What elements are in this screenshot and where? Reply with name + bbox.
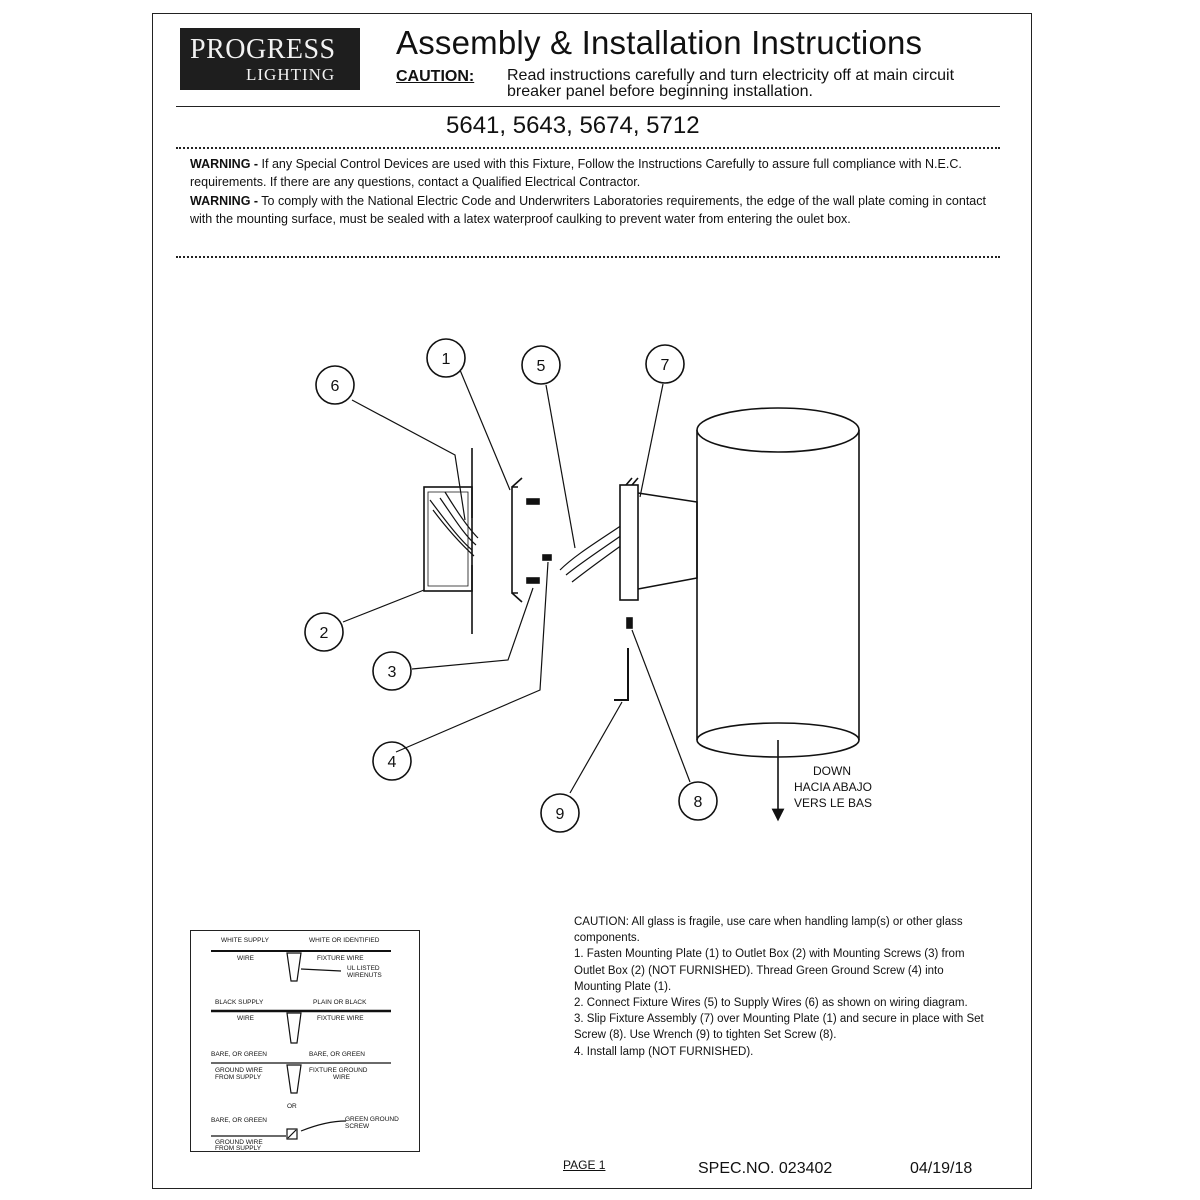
warning-text: To comply with the National Electric Cod… <box>190 193 986 226</box>
callout-2: 2 <box>320 625 329 642</box>
callout-8: 8 <box>694 794 703 811</box>
step-2: 2. Connect Fixture Wires (5) to Supply W… <box>574 997 968 1010</box>
spec-number: SPEC.NO. 023402 <box>698 1160 833 1177</box>
leader-lines <box>342 369 691 794</box>
logo-word-lighting: LIGHTING <box>246 65 336 84</box>
label-ul-listed: UL LISTED <box>347 965 380 972</box>
fixture-backplate <box>619 477 698 601</box>
warning-text: If any Special Control Devices are used … <box>190 157 962 190</box>
progress-lighting-logo: PROGRESS LIGHTING <box>180 28 360 90</box>
warning-caulking: WARNING - To comply with the National El… <box>190 192 996 229</box>
label-wire-1: WIRE <box>237 955 254 962</box>
warning-special-controls: WARNING - If any Special Control Devices… <box>190 155 996 192</box>
callout-6: 6 <box>331 378 340 395</box>
wiring-diagram: WHITE SUPPLY WHITE OR IDENTIFIED WIRE FI… <box>190 930 420 1152</box>
warnings-block: WARNING - If any Special Control Devices… <box>190 155 996 228</box>
mounting-plate <box>511 477 523 603</box>
callout-4: 4 <box>388 754 397 771</box>
allen-wrench <box>614 648 629 701</box>
wirenut-black <box>286 1012 302 1044</box>
label-ground-wire: GROUND WIRE <box>215 1067 263 1074</box>
dotted-divider-top <box>176 147 1000 149</box>
exploded-assembly-diagram: 1 2 3 4 5 6 7 8 9 DOWN HACIA ABAJO VERS … <box>304 338 872 833</box>
step-4: 4. Install lamp (NOT FURNISHED). <box>574 1045 754 1058</box>
wiring-diagram-lines <box>211 950 391 1140</box>
label-bare-green-2: BARE, OR GREEN <box>211 1117 267 1124</box>
page-number: PAGE 1 <box>563 1158 606 1172</box>
page-title: Assembly & Installation Instructions <box>396 24 923 61</box>
screws <box>526 498 552 584</box>
label-from-supply: FROM SUPPLY <box>215 1074 262 1081</box>
direction-french: VERS LE BAS <box>794 796 872 810</box>
label-fixture-wire-2: FIXTURE WIRE <box>317 1015 364 1022</box>
callout-circles <box>304 338 718 833</box>
cylinder-fixture <box>696 407 860 758</box>
callout-5: 5 <box>537 358 546 375</box>
step-3: 3. Slip Fixture Assembly (7) over Mounti… <box>574 1013 984 1042</box>
label-bare-green-supply: BARE, OR GREEN <box>211 1051 267 1058</box>
callout-1: 1 <box>442 351 451 368</box>
label-plain-black: PLAIN OR BLACK <box>313 999 367 1006</box>
label-white-supply: WHITE SUPPLY <box>221 937 269 944</box>
caution-label: CAUTION: <box>396 68 475 85</box>
revision-date: 04/19/18 <box>910 1160 973 1177</box>
label-or: OR <box>287 1103 297 1110</box>
label-black-supply: BLACK SUPPLY <box>215 999 264 1006</box>
callout-3: 3 <box>388 664 397 681</box>
caution-text: Read instructions carefully and turn ele… <box>507 67 955 100</box>
label-ground-wire-2: GROUND WIRE <box>215 1139 263 1146</box>
label-white-fixture: WHITE OR IDENTIFIED <box>309 937 380 944</box>
label-wire-2: WIRE <box>237 1015 254 1022</box>
label-green-ground: GREEN GROUND <box>345 1116 399 1123</box>
instruction-sheet <box>152 13 1032 1189</box>
wirenut-ground <box>286 1064 302 1094</box>
outlet-box <box>423 448 473 634</box>
warning-label: WARNING - <box>190 193 259 208</box>
label-from-supply-2: FROM SUPPLY <box>215 1145 262 1152</box>
installation-steps: CAUTION: All glass is fragile, use care … <box>574 914 984 1060</box>
callout-9: 9 <box>556 806 565 823</box>
label-bare-green-fixture: BARE, OR GREEN <box>309 1051 365 1058</box>
model-numbers: 5641, 5643, 5674, 5712 <box>446 112 700 139</box>
logo-word-progress: PROGRESS <box>190 34 336 65</box>
callout-7: 7 <box>661 357 670 374</box>
warning-label: WARNING - <box>190 157 259 171</box>
wirenut-white <box>286 952 302 982</box>
label-screw: SCREW <box>345 1123 370 1130</box>
label-fixture-ground: FIXTURE GROUND <box>309 1067 368 1074</box>
supply-wires <box>429 491 479 557</box>
dotted-divider-bottom <box>176 256 1000 258</box>
header-divider <box>176 106 1000 107</box>
label-wirenuts: WIRENUTS <box>347 972 382 979</box>
direction-spanish: HACIA ABAJO <box>794 780 872 794</box>
step-1: 1. Fasten Mounting Plate (1) to Outlet B… <box>574 948 965 993</box>
direction-english: DOWN <box>813 764 851 778</box>
label-fixture-wire-1: FIXTURE WIRE <box>317 955 364 962</box>
label-fixture-ground-wire: WIRE <box>333 1074 350 1081</box>
set-screw <box>626 617 633 629</box>
fixture-wires <box>559 524 623 583</box>
glass-caution: CAUTION: All glass is fragile, use care … <box>574 916 963 945</box>
